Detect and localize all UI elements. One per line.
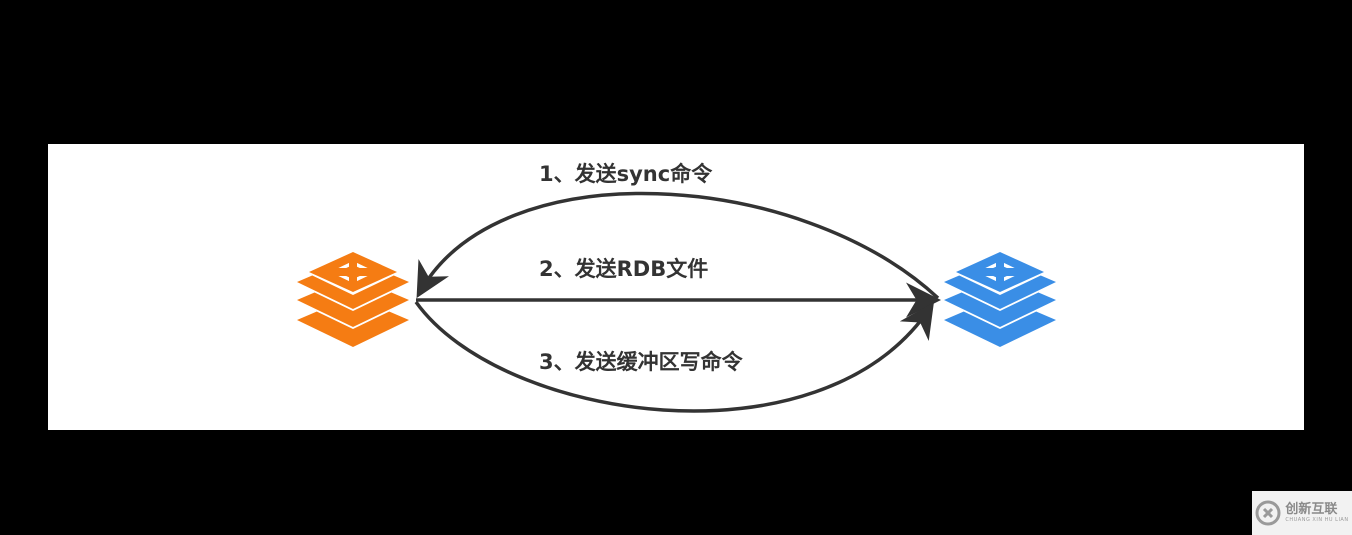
edge-buffer-arrow: [414, 300, 934, 413]
edge-rdb-label: 2、发送RDB文件: [539, 257, 708, 281]
edge-sync-arrow: [416, 191, 940, 300]
watermark-text: 创新互联: [1285, 502, 1338, 517]
replica-redis-icon: [944, 250, 1056, 347]
diagram-panel: [48, 144, 1304, 430]
watermark-subtext: CHUANG XIN HU LIAN: [1285, 517, 1349, 523]
cx-logo-icon: [1255, 500, 1281, 526]
watermark: 创新互联 CHUANG XIN HU LIAN: [1252, 491, 1352, 535]
master-redis-icon: [297, 250, 409, 347]
edge-sync-label: 1、发送sync命令: [539, 162, 713, 186]
edge-buffer-label: 3、发送缓冲区写命令: [539, 350, 744, 374]
